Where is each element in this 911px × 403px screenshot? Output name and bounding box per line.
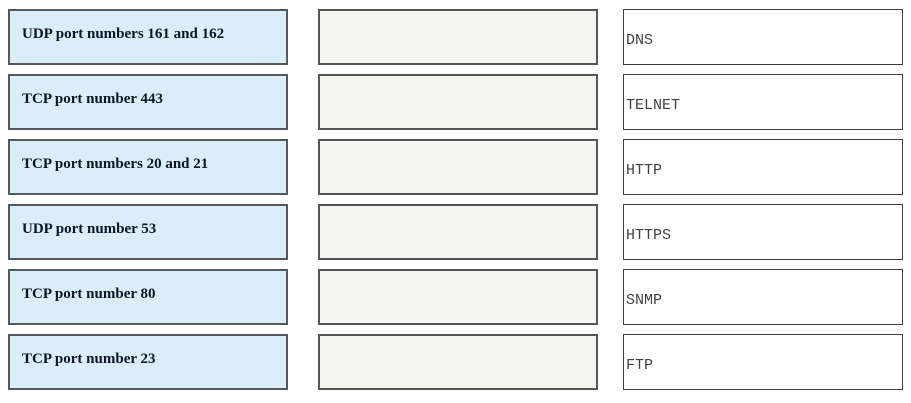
protocol-label-box: DNS bbox=[623, 9, 903, 65]
drag-source-item[interactable]: TCP port number 80 bbox=[8, 269, 288, 325]
drop-target-slot[interactable] bbox=[318, 139, 598, 195]
drop-target-slot[interactable] bbox=[318, 9, 598, 65]
drop-target-slot[interactable] bbox=[318, 204, 598, 260]
drag-source-item[interactable]: TCP port number 23 bbox=[8, 334, 288, 390]
protocol-label-box: FTP bbox=[623, 334, 903, 390]
drop-targets-column bbox=[318, 9, 598, 390]
drop-target-slot[interactable] bbox=[318, 269, 598, 325]
drag-source-item[interactable]: TCP port numbers 20 and 21 bbox=[8, 139, 288, 195]
drag-source-item[interactable]: TCP port number 443 bbox=[8, 74, 288, 130]
protocol-label-box: TELNET bbox=[623, 74, 903, 130]
drag-sources-column: UDP port numbers 161 and 162 TCP port nu… bbox=[8, 9, 288, 390]
drop-target-slot[interactable] bbox=[318, 334, 598, 390]
protocol-label-box: HTTP bbox=[623, 139, 903, 195]
protocol-label-box: SNMP bbox=[623, 269, 903, 325]
drag-source-item[interactable]: UDP port number 53 bbox=[8, 204, 288, 260]
drag-source-item[interactable]: UDP port numbers 161 and 162 bbox=[8, 9, 288, 65]
protocol-label-box: HTTPS bbox=[623, 204, 903, 260]
drop-target-slot[interactable] bbox=[318, 74, 598, 130]
protocol-labels-column: DNS TELNET HTTP HTTPS SNMP FTP bbox=[623, 9, 903, 390]
